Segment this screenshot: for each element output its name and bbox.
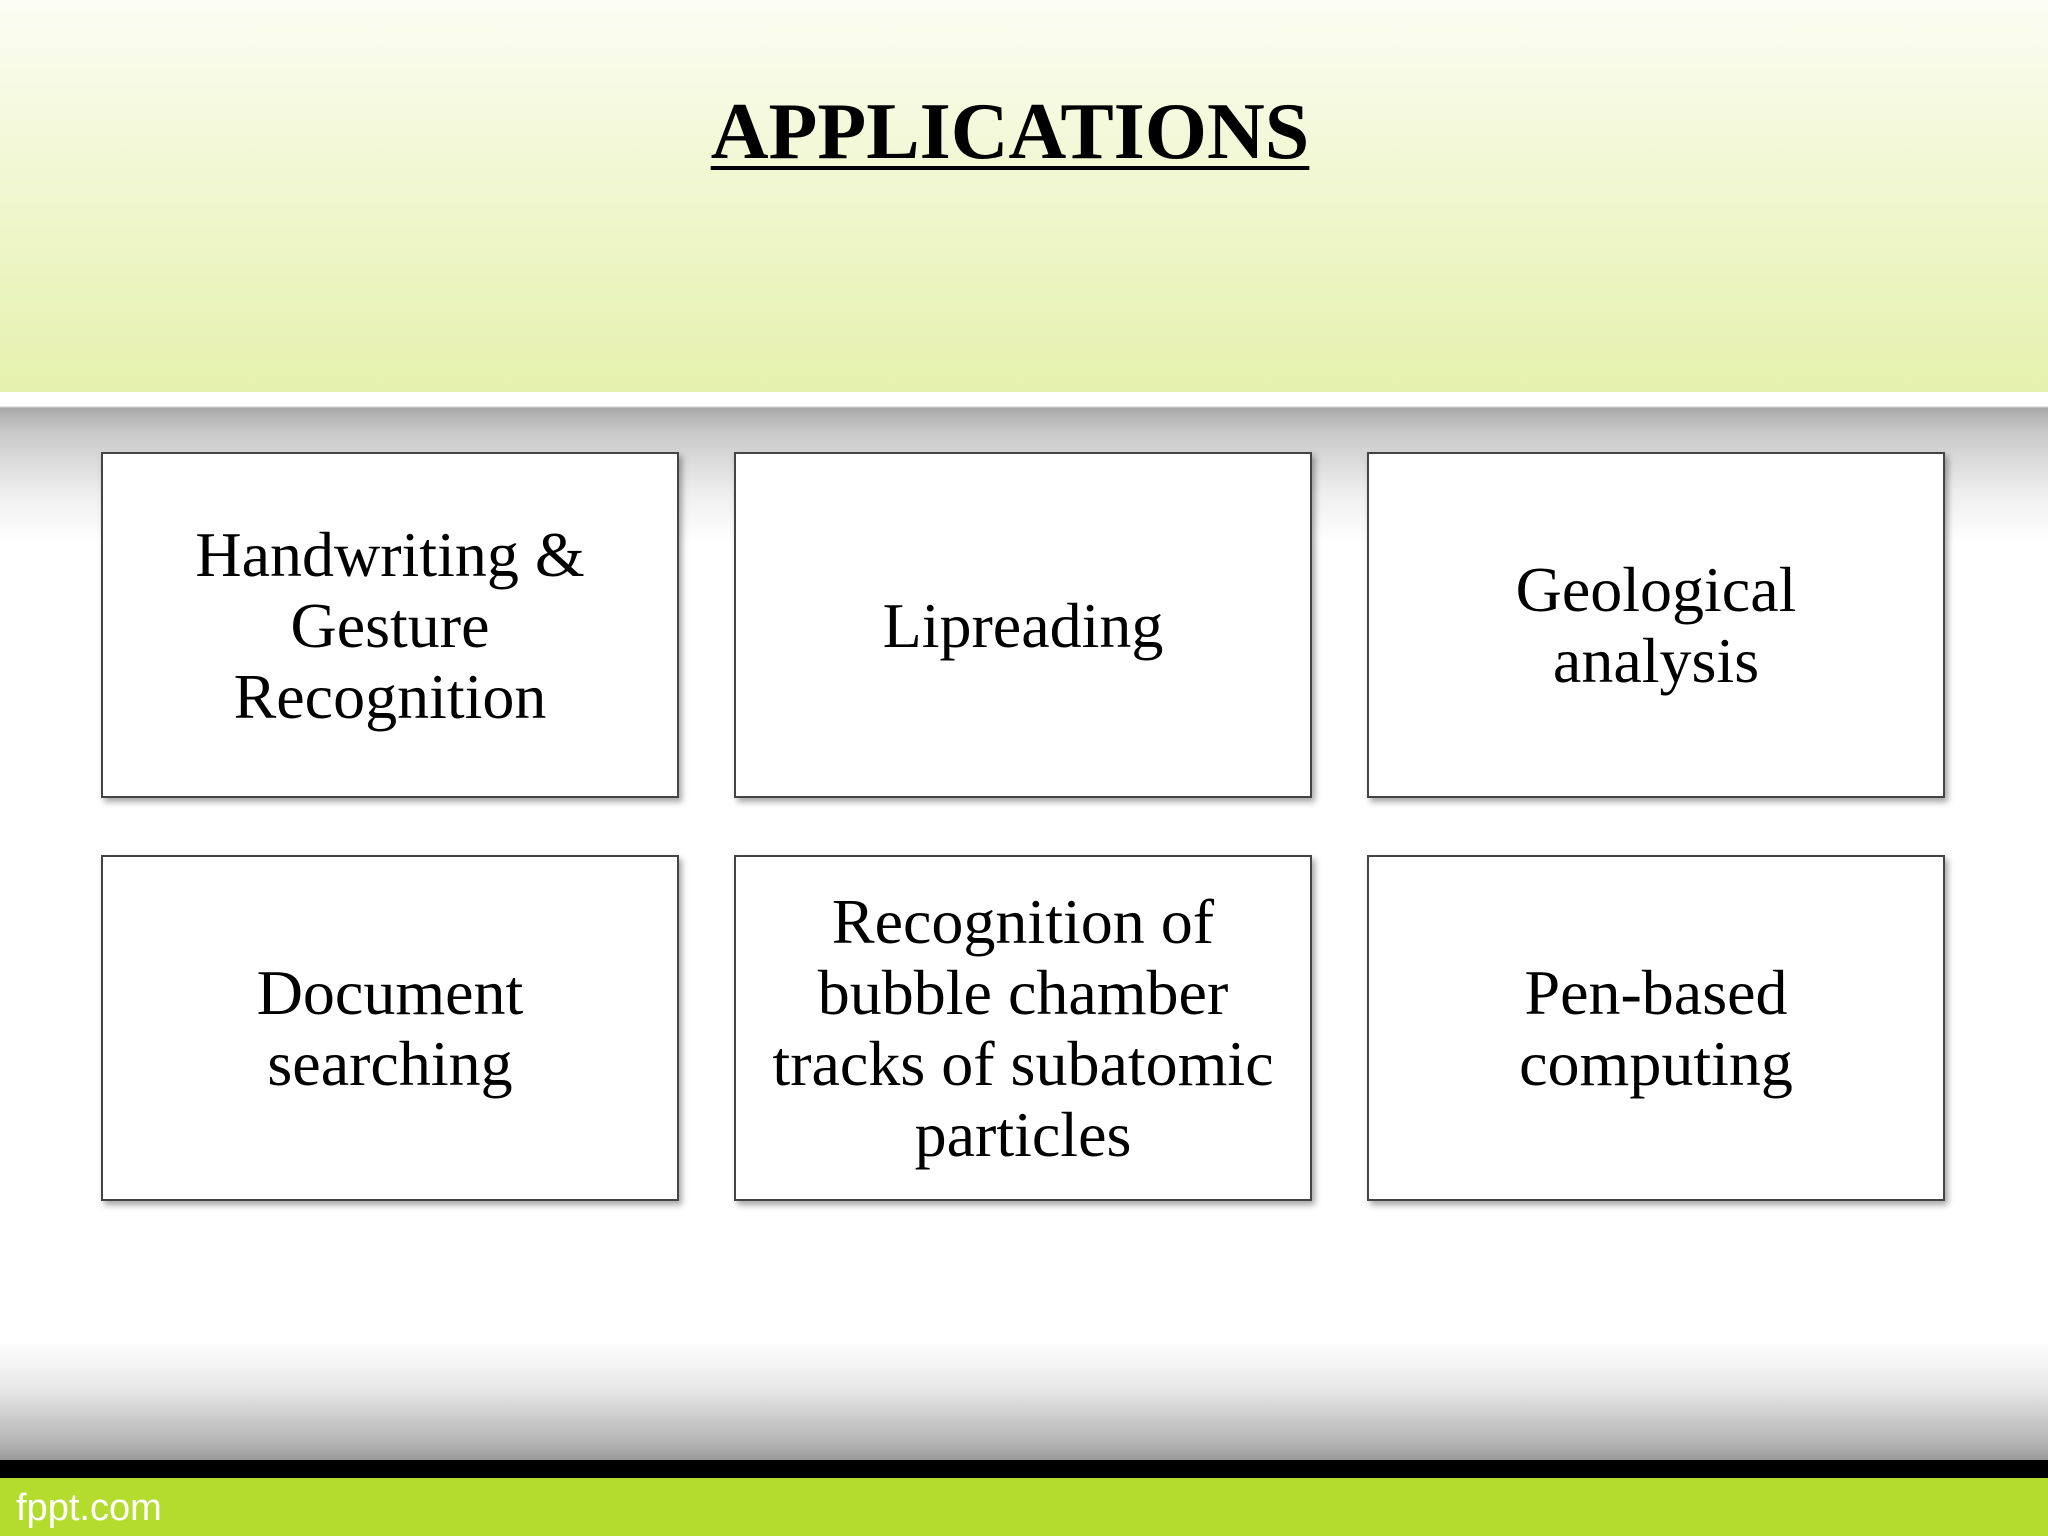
application-label: Lipreading [882,589,1164,661]
application-label: Handwriting & Gesture Recognition [195,518,585,732]
footer-green-bar [0,1478,2048,1536]
footer-brand-text: fppt.com [16,1487,162,1529]
application-box-handwriting: Handwriting & Gesture Recognition [101,452,679,798]
application-box-document: Document searching [101,855,679,1201]
slide-title: APPLICATIONS [710,88,1310,176]
application-label: Document searching [256,957,524,1099]
application-box-lipreading: Lipreading [734,452,1312,798]
application-label: Pen-based computing [1519,957,1793,1099]
application-box-geological: Geological analysis [1367,452,1945,798]
application-label: Recognition of bubble chamber tracks of … [772,886,1274,1170]
footer-black-stripe [0,1460,2048,1478]
application-label: Geological analysis [1515,554,1797,696]
application-box-bubble-chamber: Recognition of bubble chamber tracks of … [734,855,1312,1201]
application-box-pen-based: Pen-based computing [1367,855,1945,1201]
footer-shadow [0,1340,2048,1460]
header-band [0,0,2048,392]
